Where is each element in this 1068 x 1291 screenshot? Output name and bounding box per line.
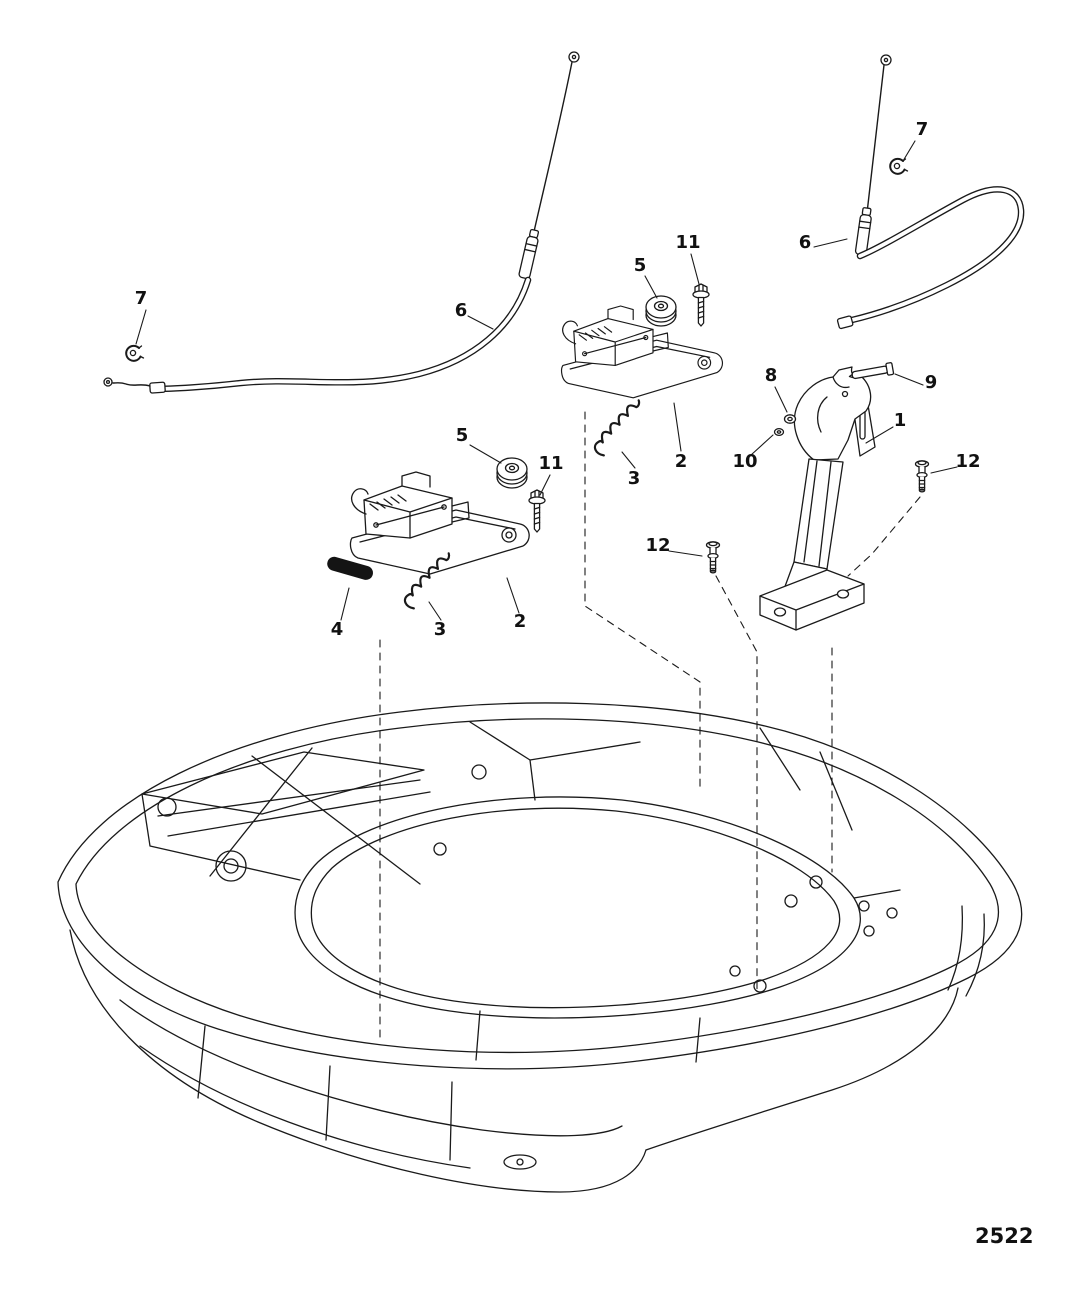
cable-left: [103, 51, 580, 394]
callout-3-top: 3: [627, 468, 641, 489]
callout-1: 1: [893, 410, 907, 431]
grommet-left: [496, 457, 528, 489]
callout-7-right: 7: [915, 119, 929, 140]
callout-3-left: 3: [433, 619, 447, 640]
callout-leader-lines: [135, 140, 958, 621]
washer-10: [773, 427, 785, 437]
callout-12-right: 12: [955, 451, 981, 472]
callout-7-left: 7: [134, 288, 148, 309]
callout-2-left: 2: [513, 611, 527, 632]
callout-5-top: 5: [633, 255, 647, 276]
pivot-pin: [848, 362, 895, 380]
callout-8: 8: [764, 365, 778, 386]
callout-10: 10: [732, 451, 758, 472]
stud-left: [705, 541, 721, 574]
figure-number: 2522: [975, 1224, 1034, 1248]
grommet-top: [645, 295, 677, 327]
retainer-clip-left: [125, 344, 145, 362]
callout-11-left: 11: [538, 453, 564, 474]
callout-5-left: 5: [455, 425, 469, 446]
dashed-assembly-lines: [379, 411, 921, 1043]
callout-9: 9: [924, 372, 938, 393]
callout-12-left: 12: [645, 535, 671, 556]
screw-left: [528, 489, 546, 533]
spring-top: [585, 397, 654, 459]
stud-right: [914, 460, 930, 493]
callout-6-right: 6: [798, 232, 812, 253]
screw-top: [692, 283, 710, 327]
callout-11-top: 11: [675, 232, 701, 253]
retainer-clip-right: [889, 157, 909, 175]
callout-4: 4: [330, 619, 344, 640]
callout-2-top: 2: [674, 451, 688, 472]
callout-6-left: 6: [454, 300, 468, 321]
anchor-pin: [327, 556, 373, 580]
bracket-assembly: [759, 366, 876, 631]
lockwasher-8: [783, 414, 797, 424]
cable-right: [836, 54, 1025, 330]
bottom-cowl: [57, 702, 1023, 1193]
